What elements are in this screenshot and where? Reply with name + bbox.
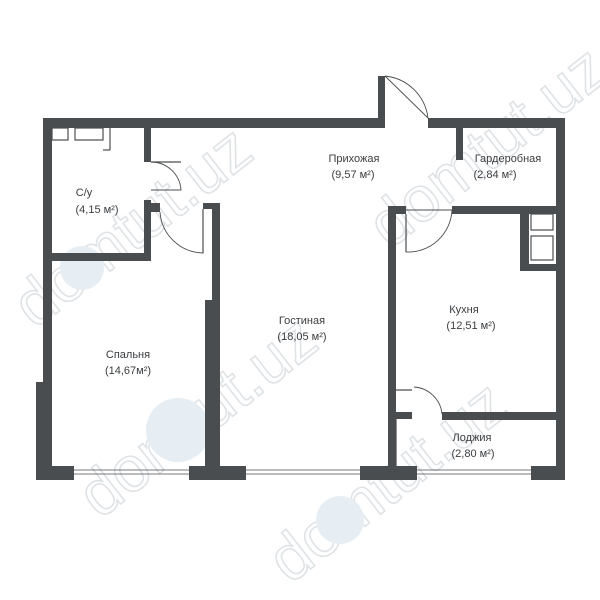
wall-bath-right-upper bbox=[144, 128, 151, 162]
fixture-1 bbox=[51, 127, 69, 141]
watermark-logo-2 bbox=[316, 496, 364, 544]
watermark-logo-1 bbox=[146, 398, 210, 462]
wall-bottom-right bbox=[360, 466, 417, 480]
loggia-door-swing bbox=[413, 386, 443, 415]
wall-left-lower bbox=[36, 382, 52, 480]
wall-wardrobe-bottom bbox=[452, 206, 556, 214]
wall-entry-jamb bbox=[378, 76, 385, 128]
wall-bedroom-right-upper bbox=[212, 203, 220, 303]
wall-kitchen-bottom bbox=[442, 412, 556, 420]
room-name-bathroom: С/у bbox=[76, 187, 93, 199]
wall-right bbox=[556, 118, 565, 480]
wall-bottom-left bbox=[36, 466, 74, 480]
watermark-text-3: domtut.uz bbox=[254, 366, 520, 596]
room-area-loggia: (2,80 м²) bbox=[451, 448, 494, 460]
room-area-kitchen: (12,51 м²) bbox=[446, 320, 495, 332]
wall-bottom-mid bbox=[189, 466, 246, 480]
exterior-walls bbox=[36, 76, 565, 480]
wall-wardrobe-left bbox=[456, 128, 463, 160]
fixture-2 bbox=[74, 127, 104, 141]
room-name-loggia: Лоджия bbox=[453, 432, 492, 444]
wall-top-right bbox=[428, 118, 565, 128]
entry-door-swing bbox=[384, 75, 429, 119]
kitchen-shaft-wall bbox=[520, 214, 529, 270]
room-area-hallway: (9,57 м²) bbox=[331, 169, 374, 181]
wall-bedroom-right-lower bbox=[205, 300, 220, 467]
bath-door-swing bbox=[150, 161, 182, 191]
wall-living-right bbox=[388, 206, 396, 466]
bedroom-door-swing bbox=[159, 211, 204, 254]
room-name-kitchen: Кухня bbox=[449, 304, 478, 316]
watermark-logo-3 bbox=[60, 246, 104, 290]
doors bbox=[150, 75, 453, 415]
kitchen-door-swing bbox=[405, 209, 453, 253]
wall-top-left bbox=[43, 118, 379, 128]
wall-left-upper bbox=[43, 118, 52, 383]
room-name-living: Гостиная bbox=[279, 315, 325, 327]
wall-bath-right-lower bbox=[144, 200, 151, 260]
room-area-bathroom: (4,15 м²) bbox=[75, 204, 118, 216]
room-name-bedroom: Спальня bbox=[106, 349, 150, 361]
room-area-living: (18,05 м²) bbox=[277, 331, 326, 343]
interior-walls bbox=[51, 127, 556, 467]
room-area-bedroom: (14,67м²) bbox=[105, 365, 151, 377]
wall-bath-bottom bbox=[52, 253, 151, 261]
watermark-text-1: domtut.uz bbox=[0, 111, 265, 341]
windows bbox=[74, 469, 531, 475]
wall-bottom-corner bbox=[531, 466, 565, 480]
room-area-wardrobe: (2,84 м²) bbox=[473, 169, 516, 181]
watermark: domtut.uz domtut.uz domtut.uz domtut.uz bbox=[0, 30, 600, 596]
room-name-wardrobe: Гардеробная bbox=[475, 153, 542, 165]
room-labels: Прихожая (9,57 м²) Гардеробная (2,84 м²)… bbox=[75, 153, 541, 460]
room-name-hallway: Прихожая bbox=[329, 153, 380, 165]
